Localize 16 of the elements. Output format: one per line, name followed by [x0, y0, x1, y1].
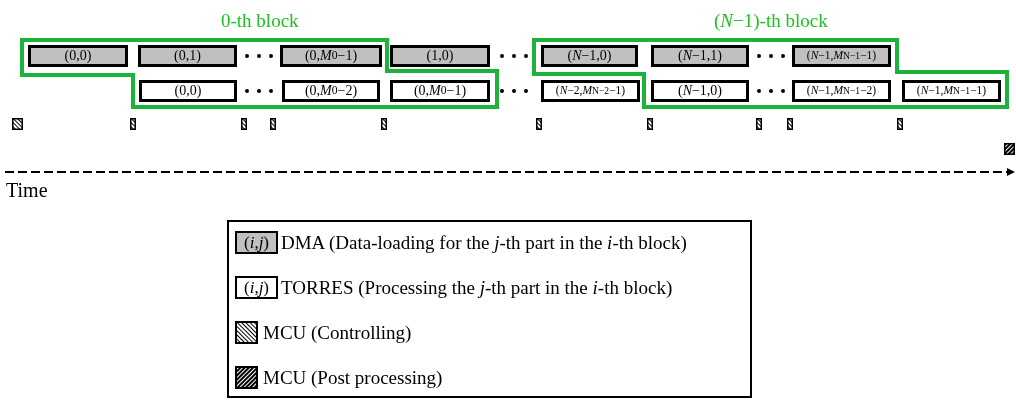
processing-task-box: (0,0): [139, 80, 237, 102]
block-label: 0-th block: [221, 11, 299, 30]
dma-task-box: (0,0): [28, 45, 128, 67]
dma-task-box: (N−1,0): [541, 45, 638, 67]
legend-swatch: (i,j): [235, 276, 278, 299]
dma-task-box: (1,0): [390, 45, 490, 67]
dma-task-box: (0,1): [138, 45, 237, 67]
axis-label: Time: [6, 180, 48, 200]
legend-swatch: (i,j): [235, 231, 278, 254]
legend-text: TORRES (Processing the j-th part in the i-th block): [281, 278, 673, 297]
processing-task-box: (N−1,0): [651, 80, 749, 102]
legend-text: MCU (Post processing): [263, 368, 443, 387]
dma-task-box: (N−1,1): [651, 45, 749, 67]
legend-text: MCU (Controlling): [263, 323, 412, 342]
block-label: (N−1)-th block: [714, 11, 828, 30]
legend-text: DMA (Data-loading for the j-th part in the i-th block): [281, 233, 687, 252]
